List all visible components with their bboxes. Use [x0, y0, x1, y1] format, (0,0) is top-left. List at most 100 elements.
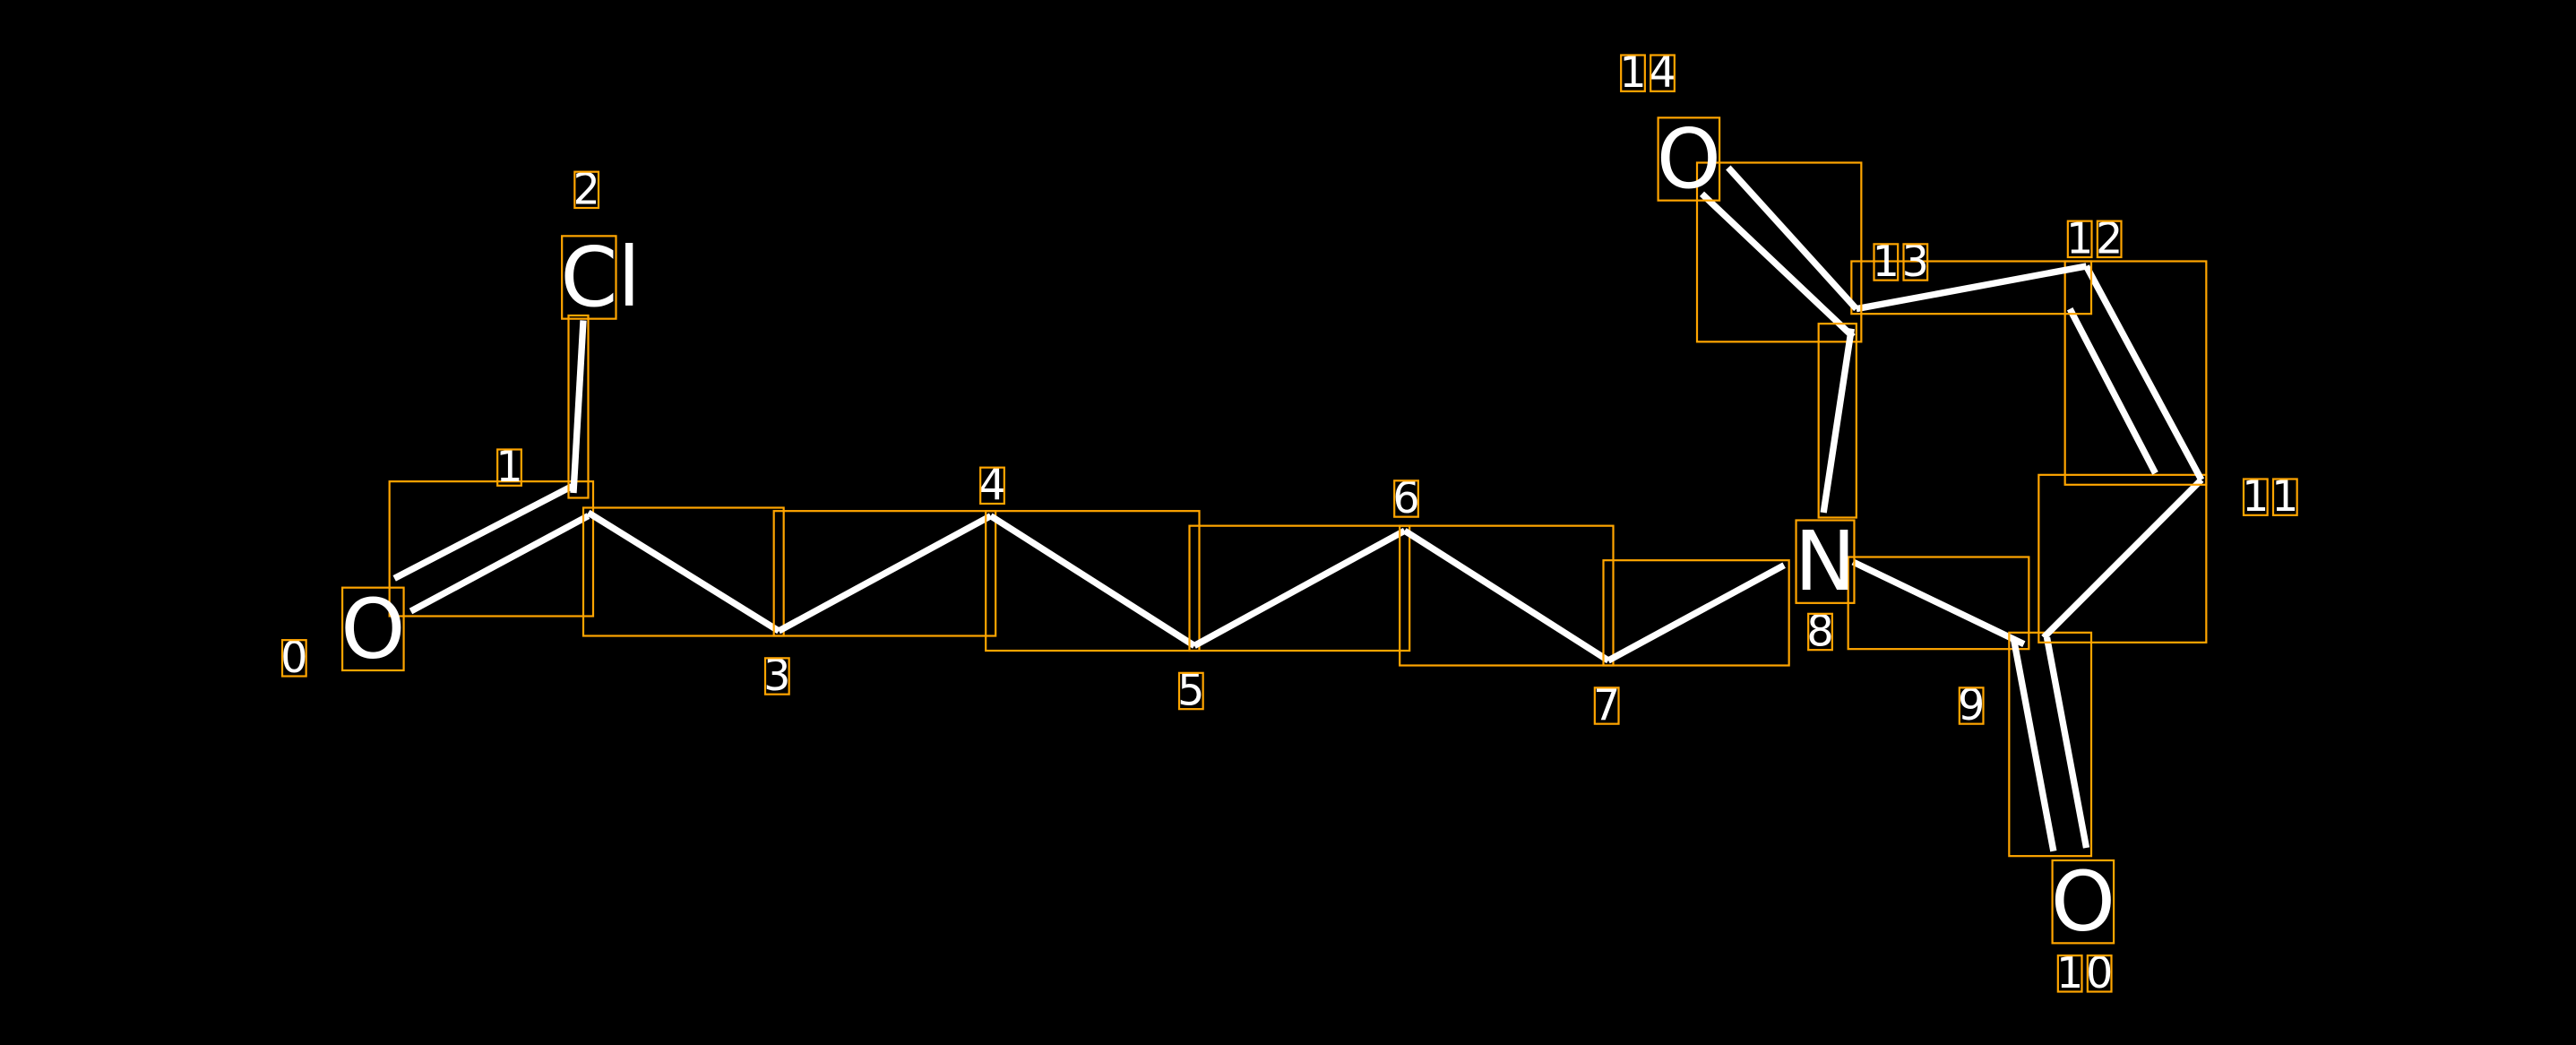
text-bounding-box — [280, 639, 307, 678]
bond-13-14 — [1695, 161, 1863, 343]
atom-index-digit: 1 — [495, 443, 522, 492]
bond-line — [1820, 328, 1855, 514]
bond-4-5 — [985, 510, 1201, 652]
text-bounding-box — [1593, 687, 1620, 725]
text-bounding-box — [2066, 220, 2093, 259]
text-bounding-box — [1807, 612, 1833, 652]
bond-line — [1851, 558, 2026, 647]
bond-line — [1607, 562, 1786, 664]
text-bounding-box — [1650, 54, 1676, 92]
bond-bounding-box — [1399, 524, 1615, 667]
atom-3: 33 — [763, 652, 790, 701]
bond-line — [2041, 477, 2204, 640]
bond-bounding-box — [388, 480, 595, 618]
bond-bounding-box — [2038, 473, 2208, 643]
atom-index-digit: 1 — [2242, 472, 2269, 522]
text-bounding-box — [2242, 478, 2269, 516]
bond-0-1 — [388, 480, 595, 618]
atom-index-digit: 4 — [978, 461, 1005, 510]
bond-line — [1699, 191, 1856, 340]
bond-9-11 — [2038, 473, 2208, 643]
atom-symbol: N — [1795, 514, 1857, 609]
text-bounding-box — [1873, 243, 1900, 281]
bond-line — [1193, 527, 1407, 649]
atom-index-digit: 1 — [1619, 48, 1646, 98]
atom-index-digit: 0 — [2086, 949, 2113, 998]
text-bounding-box — [1958, 687, 1985, 725]
atom-symbol-char: C — [560, 229, 617, 325]
atom-5: 55 — [1177, 667, 1204, 716]
bond-line — [2011, 640, 2057, 852]
atom-index-digit: 1 — [2271, 472, 2298, 522]
atom-index-digit: 5 — [1177, 667, 1204, 716]
text-bounding-box — [2096, 220, 2123, 259]
text-bounding-box — [1795, 519, 1856, 604]
bonds-layer — [388, 161, 2208, 858]
bond-line — [2083, 264, 2205, 482]
text-bounding-box — [496, 448, 522, 487]
bond-1-2 — [567, 314, 590, 499]
atom-index-digit: 9 — [1958, 681, 1985, 730]
bond-bounding-box — [1602, 559, 1790, 667]
atom-6: 66 — [1392, 474, 1419, 523]
atom-index-digit: 1 — [2056, 949, 2083, 998]
atom-index-digit: 6 — [1392, 474, 1419, 523]
text-bounding-box — [2271, 478, 2298, 516]
text-bounding-box — [1902, 243, 1929, 281]
bond-bounding-box — [1850, 260, 2093, 315]
bond-12-13 — [1850, 260, 2093, 315]
bond-9-10 — [2008, 631, 2093, 858]
bond-13-8 — [1817, 323, 1857, 519]
bond-bounding-box — [1817, 323, 1857, 519]
bond-bounding-box — [985, 510, 1201, 652]
text-bounding-box — [1177, 671, 1204, 711]
atom-index-digit: 7 — [1593, 681, 1620, 730]
bond-line — [1726, 165, 1859, 312]
bond-bounding-box — [772, 510, 997, 637]
bond-7-8 — [1602, 559, 1790, 667]
text-bounding-box — [763, 657, 790, 695]
text-bounding-box — [979, 466, 1005, 505]
bond-5-6 — [1188, 524, 1411, 652]
bond-bounding-box — [567, 314, 590, 499]
atom-index-digit: 4 — [1649, 48, 1676, 98]
bond-line — [1856, 263, 2088, 313]
bond-line — [777, 513, 993, 635]
text-bounding-box — [1620, 54, 1646, 92]
bond-1-3 — [582, 506, 785, 637]
bond-line — [1402, 528, 1610, 664]
atom-symbol: O — [340, 581, 405, 677]
atom-symbol-char: l — [617, 229, 640, 325]
bond-line — [988, 513, 1196, 649]
text-bounding-box — [2051, 859, 2115, 945]
text-bounding-box — [561, 235, 617, 320]
text-bounding-box — [1393, 479, 1419, 518]
atom-9: 99 — [1958, 681, 1985, 730]
bond-line — [409, 513, 590, 615]
text-bounding-box — [340, 586, 405, 672]
atom-0: O00 — [280, 581, 405, 683]
atom-index-digit: 3 — [1902, 238, 1929, 287]
atom-index-digit: 8 — [1806, 608, 1833, 657]
bond-line — [2043, 636, 2090, 849]
bond-11-12 — [2063, 260, 2208, 486]
atom-index-digit: 1 — [1873, 238, 1900, 287]
atom-index-digit: 1 — [2066, 214, 2093, 263]
bond-line — [2066, 307, 2158, 475]
bond-bounding-box — [1695, 161, 1863, 343]
bond-8-9 — [1847, 556, 2030, 651]
bond-bounding-box — [582, 506, 785, 637]
atom-index-digit: 0 — [280, 634, 307, 683]
atom-4: 44 — [978, 461, 1005, 510]
bond-bounding-box — [1188, 524, 1411, 652]
text-bounding-box — [2086, 954, 2113, 993]
atom-8: N88 — [1795, 514, 1857, 656]
